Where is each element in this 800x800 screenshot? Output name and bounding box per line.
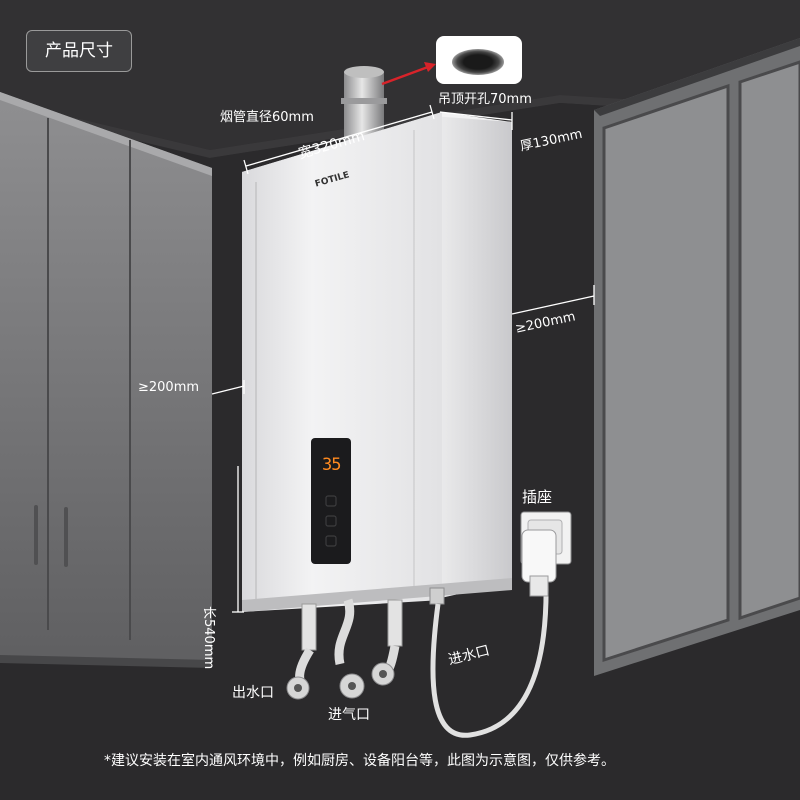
ceiling-hole-inset [436, 36, 522, 84]
water-heater [242, 112, 512, 612]
footnote: *建议安装在室内通风环境中，例如厨房、设备阳台等，此图为示意图，仅供参考。 [104, 753, 615, 769]
control-panel [311, 438, 351, 564]
gas-inlet-label: 进气口 [328, 707, 370, 723]
length-label: 长540mm [201, 606, 216, 670]
window [594, 38, 800, 676]
wall-cabinet [0, 92, 212, 668]
socket-label: 插座 [522, 488, 553, 506]
dimension-lines [211, 104, 595, 613]
ceiling-hole-label: 吊顶开孔70mm [438, 92, 532, 107]
display-temperature: 35 [322, 455, 342, 475]
flue-diameter-label: 烟管直径60mm [220, 110, 314, 125]
left-clearance-label: ≥200mm [138, 380, 200, 395]
water-outlet-label: 出水口 [232, 685, 274, 701]
section-badge: 产品尺寸 [26, 30, 132, 72]
bottom-pipes [286, 587, 445, 700]
red-arrow [381, 62, 436, 86]
power-cord [430, 511, 572, 738]
